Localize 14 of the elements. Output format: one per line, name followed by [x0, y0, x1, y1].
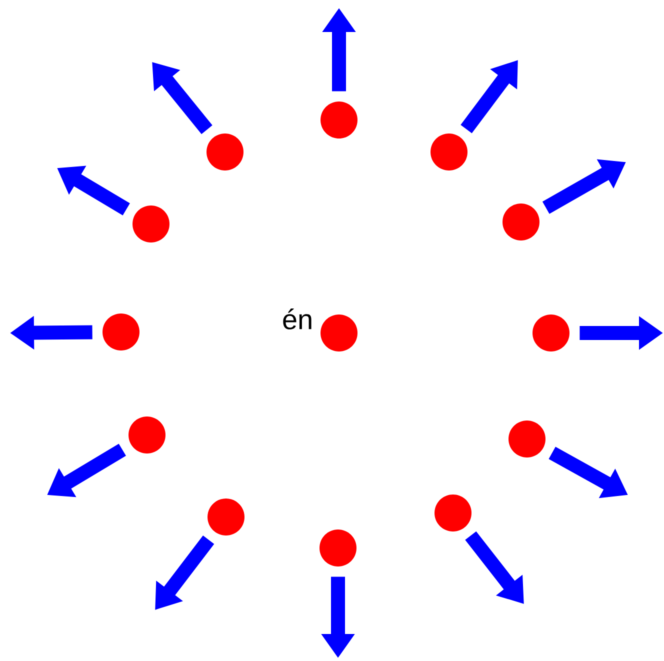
dot: [320, 314, 358, 352]
dot: [320, 102, 358, 138]
dot: [102, 314, 140, 350]
dot: [128, 416, 166, 454]
dot: [208, 498, 244, 536]
dot: [430, 134, 468, 170]
dot: [502, 204, 540, 240]
dot: [434, 494, 472, 532]
dot: [132, 206, 170, 242]
dot-label: én: [283, 308, 312, 330]
dot: [532, 314, 570, 352]
dot: [320, 530, 356, 566]
dot: [508, 420, 546, 458]
dot: [206, 134, 244, 170]
